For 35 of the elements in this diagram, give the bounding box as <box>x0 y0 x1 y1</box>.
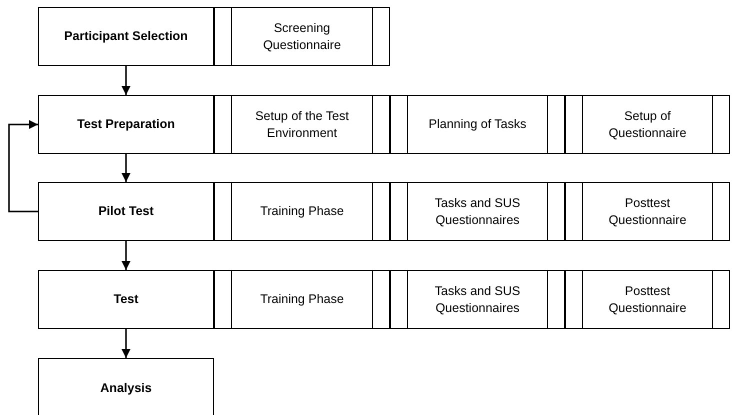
subprocess-box <box>214 95 390 154</box>
process-box <box>38 95 214 154</box>
box-label: Training Phase <box>260 291 344 308</box>
subprocess-box <box>214 270 390 329</box>
arrow <box>122 66 130 95</box>
arrow <box>122 241 130 270</box>
box-label: Training Phase <box>260 203 344 220</box>
box-label: Tasks and SUS Questionnaires <box>434 282 522 316</box>
arrow <box>8 120 38 212</box>
subprocess-box <box>565 95 730 154</box>
box-label: Planning of Tasks <box>428 116 526 133</box>
box-label: Test <box>114 291 138 308</box>
box-label: Posttest Questionnaire <box>608 282 688 316</box>
box-label: Setup of Questionnaire <box>608 108 688 142</box>
subprocess-box <box>390 95 565 154</box>
box-label: Pilot Test <box>98 203 154 220</box>
subprocess-box <box>390 182 565 241</box>
arrow <box>122 329 130 358</box>
subprocess-box <box>565 270 730 329</box>
subprocess-box <box>390 270 565 329</box>
process-box <box>38 7 214 66</box>
box-label: Screening Questionnaire <box>262 20 342 54</box>
box-label: Setup of the Test Environment <box>254 108 350 142</box>
box-label: Test Preparation <box>77 116 175 133</box>
subprocess-box <box>565 182 730 241</box>
box-label: Tasks and SUS Questionnaires <box>434 194 522 228</box>
process-box <box>38 270 214 329</box>
box-label: Analysis <box>100 380 152 396</box>
box-label: Participant Selection <box>64 28 188 45</box>
process-box <box>38 358 214 415</box>
process-box <box>38 182 214 241</box>
subprocess-box <box>214 7 390 66</box>
subprocess-box <box>214 182 390 241</box>
arrow <box>122 154 130 182</box>
box-label: Posttest Questionnaire <box>608 194 688 228</box>
